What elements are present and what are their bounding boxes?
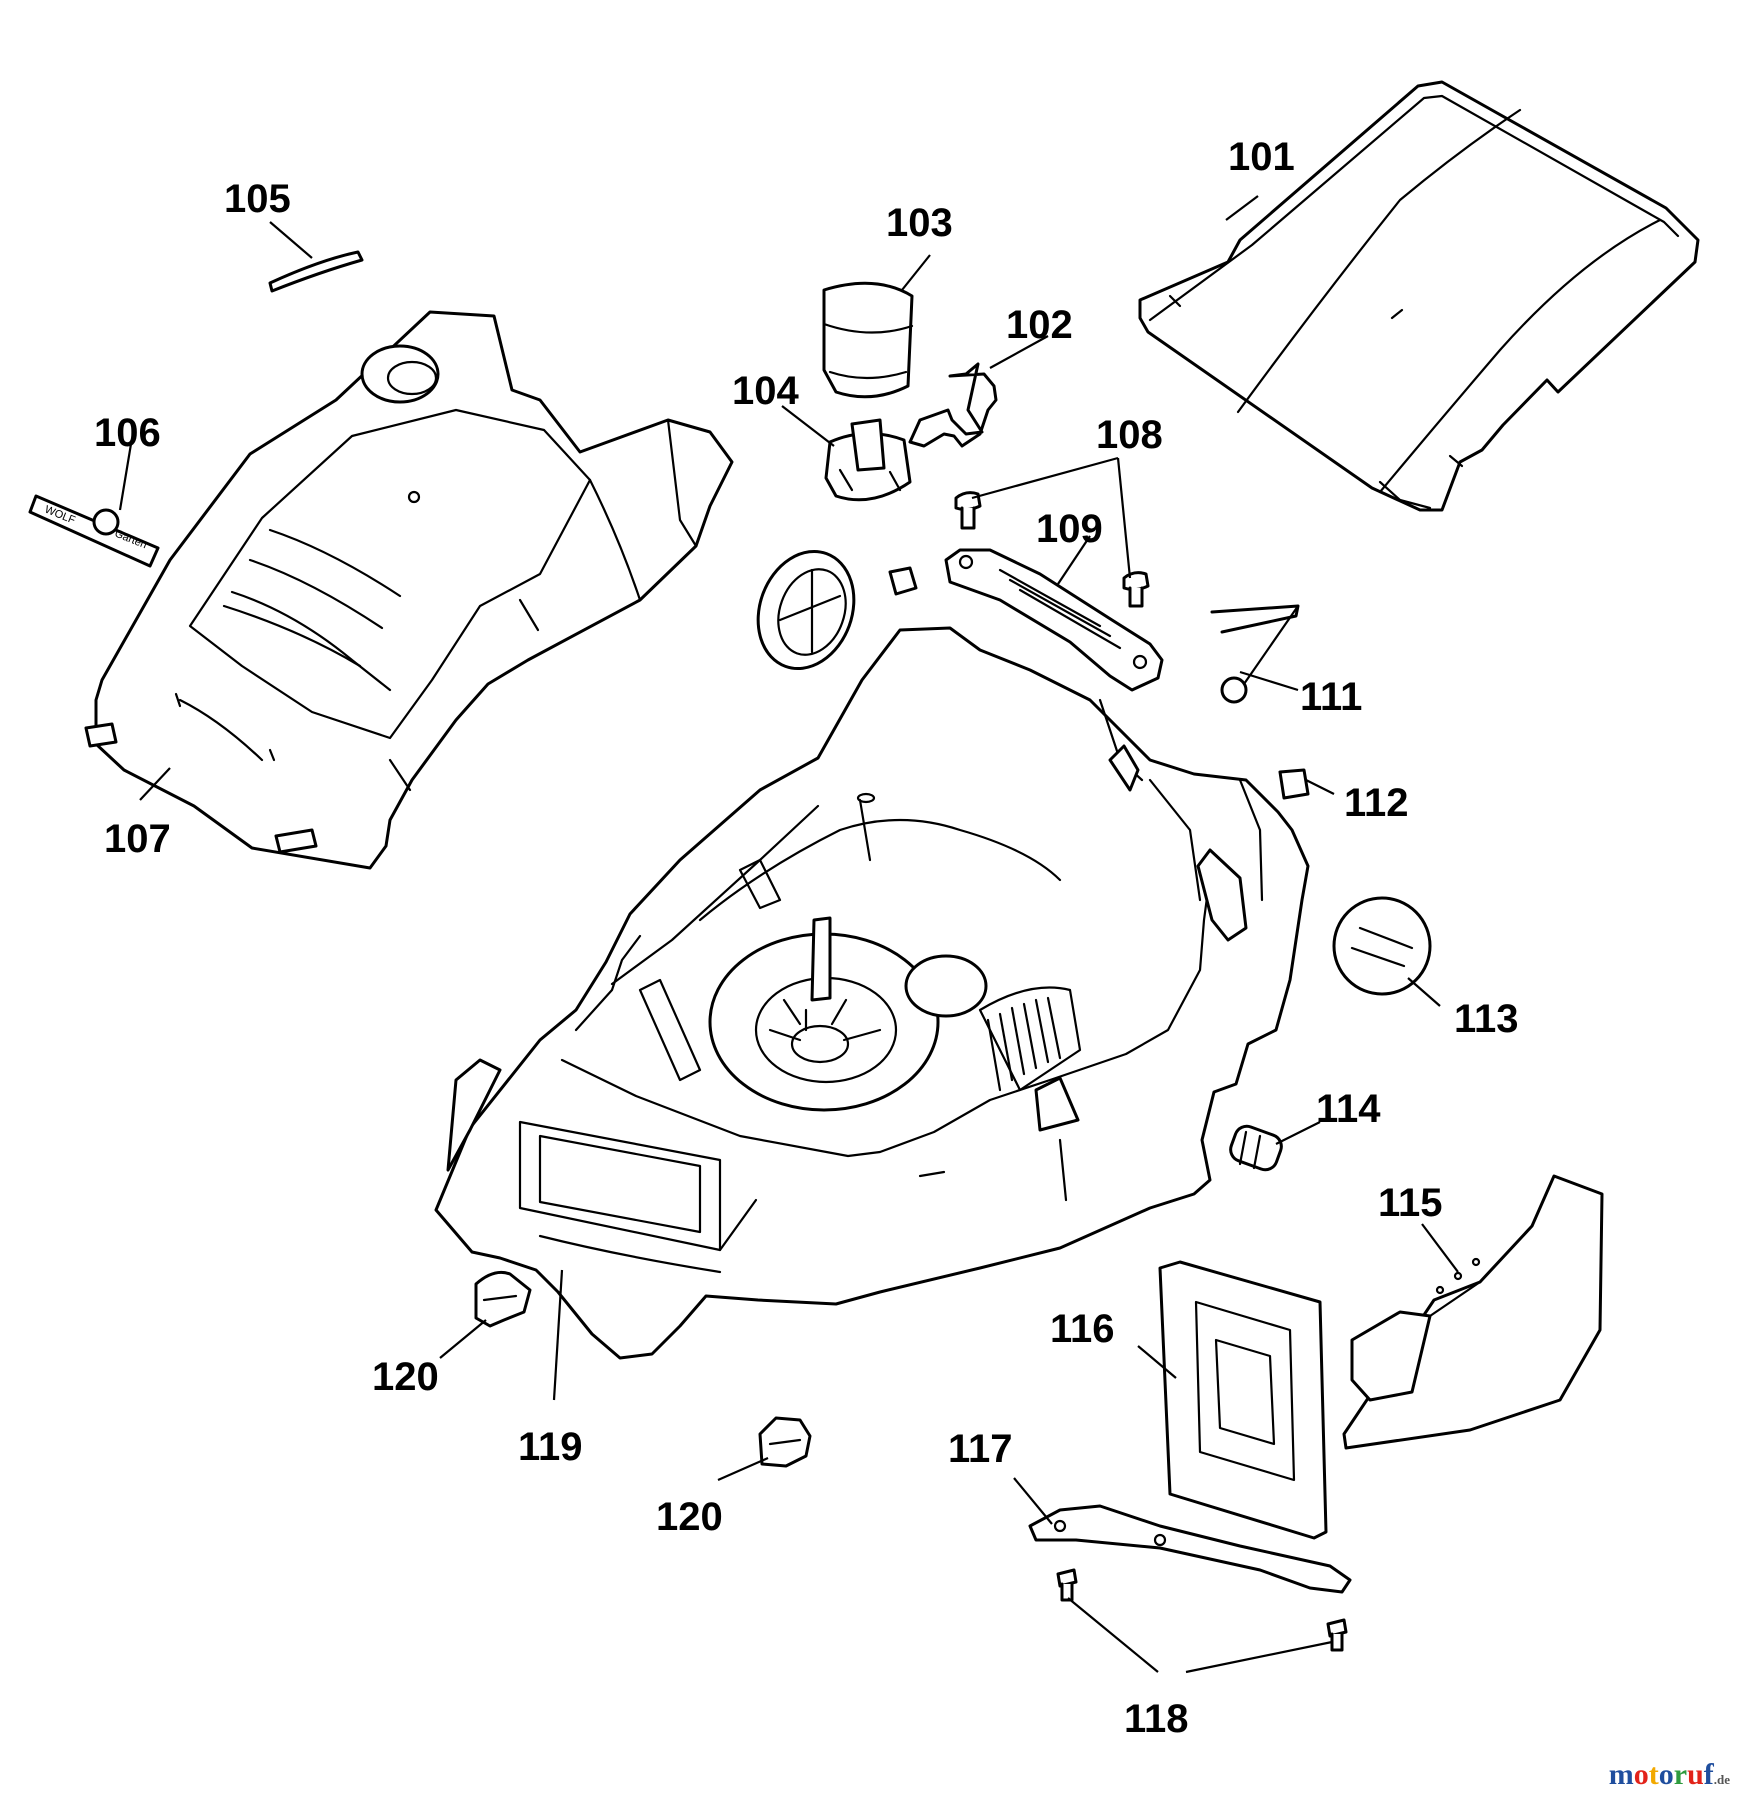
part-105-cable bbox=[268, 250, 364, 293]
label-111: 111 bbox=[1300, 675, 1362, 719]
label-102: 102 bbox=[1006, 303, 1073, 347]
label-115: 115 bbox=[1378, 1181, 1443, 1225]
watermark-letter: o bbox=[1633, 1758, 1649, 1791]
part-107-top-cover bbox=[84, 310, 734, 870]
part-112-nut bbox=[1278, 768, 1310, 800]
watermark-letter: t bbox=[1648, 1758, 1659, 1791]
label-117: 117 bbox=[948, 1427, 1013, 1471]
part-120-clip-bottom bbox=[758, 1416, 812, 1468]
part-101-lid bbox=[1138, 80, 1700, 512]
part-116-plate bbox=[1158, 1260, 1328, 1540]
part-115-side-discharge bbox=[1342, 1174, 1604, 1450]
part-117-strip bbox=[1028, 1504, 1352, 1594]
part-113-knob bbox=[1332, 896, 1432, 996]
watermark-suffix: .de bbox=[1713, 1772, 1730, 1787]
part-109-handle-bar bbox=[944, 548, 1164, 692]
label-116: 116 bbox=[1050, 1307, 1115, 1351]
label-120-left: 120 bbox=[372, 1355, 439, 1399]
leader-lines bbox=[118, 195, 1459, 1674]
label-114: 114 bbox=[1316, 1087, 1381, 1131]
label-105: 105 bbox=[224, 177, 291, 221]
label-101: 101 bbox=[1228, 135, 1295, 179]
part-111-spring bbox=[1210, 604, 1300, 704]
watermark-letter: m bbox=[1608, 1758, 1634, 1791]
part-102-clip bbox=[908, 362, 998, 448]
watermark-letter: o bbox=[1658, 1758, 1674, 1791]
label-108: 108 bbox=[1096, 413, 1163, 457]
part-103-cap bbox=[822, 281, 914, 399]
part-119-deck bbox=[434, 626, 1310, 1360]
label-112: 112 bbox=[1344, 781, 1409, 825]
label-120-bottom: 120 bbox=[656, 1495, 723, 1539]
part-118-screw-right bbox=[1326, 1618, 1348, 1652]
part-108-screw-right bbox=[1122, 571, 1150, 608]
part-120-clip-left bbox=[474, 1270, 532, 1328]
part-118-screw-left bbox=[1056, 1568, 1078, 1602]
part-104-housing bbox=[824, 418, 912, 502]
label-103: 103 bbox=[886, 201, 953, 245]
part-wheel-hub bbox=[756, 549, 856, 671]
label-106: 106 bbox=[94, 411, 161, 455]
label-118: 118 bbox=[1124, 1697, 1189, 1741]
label-113: 113 bbox=[1454, 997, 1519, 1041]
watermark-logo: motoruf.de bbox=[1609, 1758, 1730, 1792]
part-114-spring bbox=[1229, 1124, 1283, 1172]
watermark-letter: u bbox=[1687, 1758, 1704, 1791]
part-nut-small bbox=[888, 566, 918, 596]
label-104: 104 bbox=[732, 369, 799, 413]
label-109: 109 bbox=[1036, 507, 1103, 551]
part-108-screw-left bbox=[954, 491, 982, 530]
watermark-letter: f bbox=[1703, 1758, 1714, 1791]
part-106-logo-plate: WOLF Garten bbox=[28, 494, 160, 568]
label-119: 119 bbox=[518, 1425, 583, 1469]
watermark-letter: r bbox=[1673, 1758, 1688, 1791]
label-107: 107 bbox=[104, 817, 171, 861]
